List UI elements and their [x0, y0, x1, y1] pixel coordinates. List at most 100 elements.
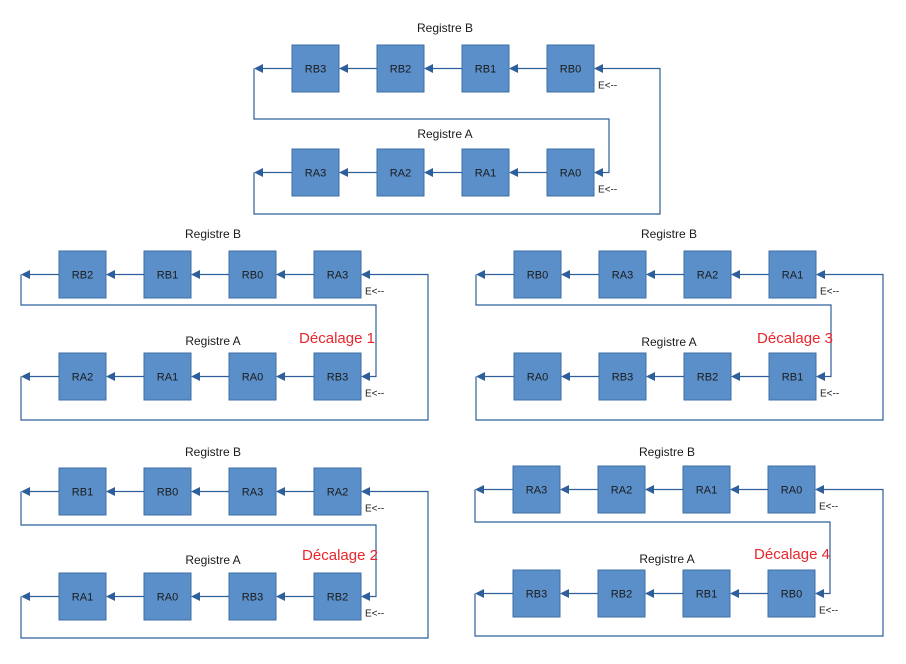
shift-step-label: Décalage 4: [754, 546, 830, 563]
arrow-head: [475, 589, 484, 598]
feedback-loop-a-to-b: [20, 273, 429, 421]
arrow-head: [730, 485, 739, 494]
register-cell-label: RB1: [696, 589, 717, 601]
register-cell: [143, 467, 192, 516]
arrow-head: [254, 64, 263, 73]
arrow-head: [361, 592, 370, 601]
register-cell-label: RB0: [157, 487, 178, 499]
arrow-head: [509, 168, 518, 177]
arrow-head: [560, 485, 569, 494]
register-cell-label: RA0: [242, 372, 263, 384]
register-a-entry-label: E<--: [820, 389, 839, 400]
shift-step-label: Décalage 3: [757, 330, 833, 347]
arrow-head: [21, 372, 30, 381]
register-cell-label: RB2: [697, 372, 718, 384]
register-b-entry-label: E<--: [365, 287, 384, 298]
arrow-head: [106, 487, 115, 496]
register-b-entry-label: E<--: [365, 504, 384, 515]
register-b-title: Registre B: [641, 227, 697, 241]
register-cell-label: RB2: [611, 589, 632, 601]
register-cell-label: RB0: [781, 589, 802, 601]
arrow-head: [560, 589, 569, 598]
register-a-title: Registre A: [641, 335, 696, 349]
register-cell: [313, 352, 362, 401]
arrow-head: [361, 487, 370, 496]
arrow-head: [276, 592, 285, 601]
feedback-loop-a-to-b: [474, 488, 884, 637]
arrow-head: [731, 270, 740, 279]
register-cell: [683, 250, 732, 299]
arrow-head: [21, 592, 30, 601]
feedback-loop-b-to-a: [474, 489, 831, 595]
register-cell-label: RA2: [72, 372, 93, 384]
register-cell-label: RA3: [242, 487, 263, 499]
register-cell-label: RB1: [475, 64, 496, 76]
register-cell-label: RB2: [72, 270, 93, 282]
arrow-head: [561, 270, 570, 279]
register-cell: [512, 569, 561, 618]
register-cell: [228, 467, 277, 516]
register-cell: [767, 465, 816, 514]
register-b-title: Registre B: [417, 21, 473, 35]
register-cell: [598, 352, 647, 401]
register-b-entry-label: E<--: [820, 287, 839, 298]
arrow-head: [276, 372, 285, 381]
register-cell: [58, 250, 107, 299]
register-cell-label: RB2: [390, 64, 411, 76]
arrow-head: [191, 372, 200, 381]
register-cell-label: RA1: [696, 485, 717, 497]
register-cell-label: RA1: [157, 372, 178, 384]
arrow-head: [361, 372, 370, 381]
register-cell: [768, 250, 817, 299]
register-cell: [291, 44, 340, 93]
register-cell: [58, 352, 107, 401]
register-cell-label: RB3: [305, 64, 326, 76]
arrow-head: [816, 270, 825, 279]
arrow-head: [594, 64, 603, 73]
shift-step-label: Décalage 2: [302, 547, 378, 564]
register-cell-label: RA1: [475, 168, 496, 180]
feedback-loop-b-to-a: [20, 274, 377, 378]
register-cell: [597, 569, 646, 618]
arrow-head: [730, 589, 739, 598]
register-cell-label: RB3: [526, 589, 547, 601]
register-cell: [513, 352, 562, 401]
register-cell-label: RA3: [305, 168, 326, 180]
register-cell-label: RB3: [242, 592, 263, 604]
register-cell: [143, 572, 192, 621]
arrow-head: [191, 487, 200, 496]
arrow-head: [646, 270, 655, 279]
register-cell-label: RB1: [782, 372, 803, 384]
register-a-title: Registre A: [185, 334, 240, 348]
register-cell: [546, 148, 595, 197]
register-cell: [513, 250, 562, 299]
arrow-head: [561, 372, 570, 381]
shift-step-label: Décalage 1: [299, 330, 375, 347]
register-cell-label: RB3: [612, 372, 633, 384]
register-a-title: Registre A: [417, 127, 472, 141]
register-a-entry-label: E<--: [819, 606, 838, 617]
feedback-loop-b-to-a: [20, 491, 377, 598]
register-a-title: Registre A: [639, 552, 694, 566]
arrow-head: [509, 64, 518, 73]
register-cell-label: RA1: [782, 270, 803, 282]
arrow-head: [815, 485, 824, 494]
arrow-head: [815, 589, 824, 598]
register-cell-label: RB2: [327, 592, 348, 604]
arrow-head: [816, 372, 825, 381]
register-cell-label: RA1: [72, 592, 93, 604]
arrow-head: [276, 487, 285, 496]
